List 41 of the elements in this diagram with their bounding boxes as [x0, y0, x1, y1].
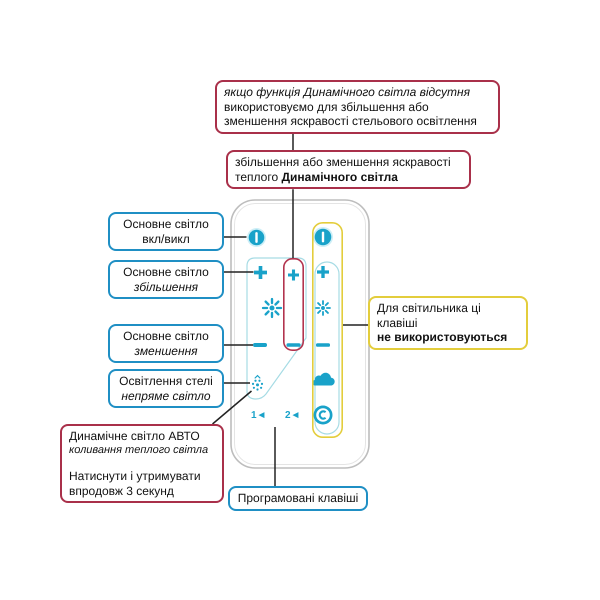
callout-text: збільшення [134, 280, 198, 294]
callout-text: Натиснути і утримувати впродовж 3 секунд [69, 469, 202, 498]
key-label: 2◄ [285, 411, 300, 421]
callout-text: якщо функція Динамічного світла відсутня [224, 85, 470, 100]
callout-text: Освітлення стелі [119, 374, 213, 389]
highlight-frame [312, 222, 343, 438]
callout-box [215, 80, 500, 134]
callout-box [226, 150, 471, 190]
callout-text: Для світильника ці клавіші не використовуються [377, 301, 508, 345]
callout-text: непряме світло [121, 388, 211, 404]
callout-text: Основне світло [123, 329, 209, 344]
leader-line [343, 324, 368, 326]
callout-text: Основне світло [123, 265, 209, 280]
light-icon [250, 375, 265, 391]
leader-line [224, 271, 254, 273]
callout-box [108, 212, 224, 252]
leader-line [292, 189, 294, 258]
callout-text: Програмовані клавіші [238, 491, 358, 506]
minus-icon [253, 343, 267, 347]
highlight-frame [283, 258, 304, 351]
callout-text: збільшення або зменшення яскравості теплого Динамічного світла [235, 155, 452, 184]
callout-text: зменшення [134, 344, 198, 358]
leader-line [224, 382, 250, 384]
power-button-icon [246, 228, 266, 246]
callout-box [60, 424, 224, 504]
callout-text: використовуємо для збільшення або зменшення яскравості стельового освітлення [224, 100, 478, 129]
leader-line [224, 344, 253, 346]
callout-box [108, 369, 224, 408]
callout-box [228, 486, 368, 511]
callout-box [108, 324, 224, 364]
callout-text: Основне світло вкл/викл [122, 217, 210, 246]
key-label: 1◄ [251, 411, 266, 421]
leader-line [292, 134, 294, 150]
callout-box [108, 260, 224, 300]
callout-text: коливання теплого світла [69, 444, 208, 458]
plus-icon [254, 266, 266, 278]
callout-text: Динамічне світло АВТО [69, 429, 200, 444]
leader-line [212, 390, 252, 425]
callout-box [368, 296, 528, 350]
leader-line [274, 427, 276, 486]
leader-line [224, 236, 246, 238]
